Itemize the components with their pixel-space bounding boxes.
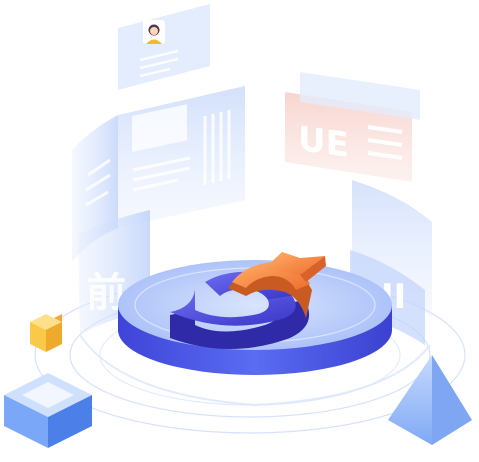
front-ring-edge [79,334,431,407]
yellow-cube [30,314,62,352]
back-panel-left [118,86,245,228]
logo-mark [170,252,326,349]
pyramid [388,355,472,445]
avatar-icon [143,20,165,44]
ue-glyphs: UE [298,119,349,166]
avatar-card [118,4,210,90]
blue-cube [4,373,92,448]
pink-panel-ue: UE [285,72,420,182]
